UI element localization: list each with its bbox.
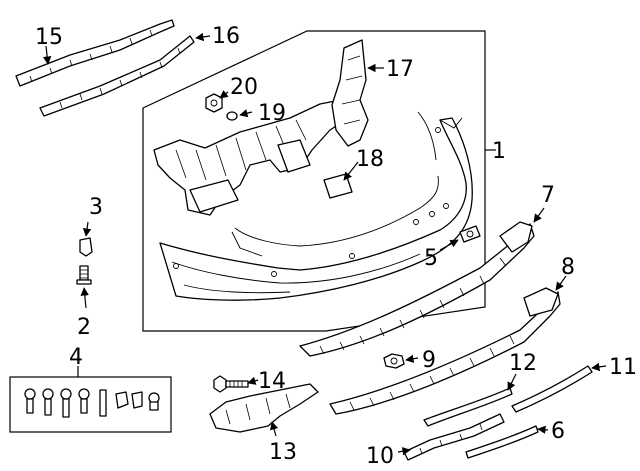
trim-8: [329, 287, 561, 415]
callout-13: 13: [269, 440, 297, 465]
assembly-frame: [142, 30, 486, 332]
reinforcement-bracket: [153, 99, 353, 216]
nut-20: [205, 93, 223, 113]
strip-15: [15, 19, 175, 87]
bolt-14: [213, 375, 249, 393]
callout-3: 3: [89, 195, 103, 220]
callout-19: 19: [258, 101, 286, 126]
bracket-10: [403, 413, 505, 461]
callout-12: 12: [509, 351, 537, 376]
hardware-box: [9, 376, 172, 433]
strip-12: [423, 387, 513, 427]
bracket-13: [209, 383, 319, 433]
callout-10: 10: [366, 444, 394, 469]
nut-9: [383, 353, 405, 369]
trim-7: [299, 221, 535, 357]
callout-14: 14: [258, 369, 286, 394]
clip-18: [323, 173, 353, 199]
screw-2: [76, 265, 92, 285]
washer-19: [226, 111, 238, 121]
bumper-cover: [159, 111, 473, 301]
callout-6: 6: [551, 419, 565, 444]
strip-16: [39, 35, 195, 117]
callout-15: 15: [35, 25, 63, 50]
strip-11: [511, 365, 593, 413]
callout-17: 17: [386, 57, 414, 82]
callout-16: 16: [212, 24, 240, 49]
callout-2: 2: [77, 315, 91, 340]
clip-3: [79, 237, 93, 257]
callout-1: 1: [492, 139, 506, 164]
callout-20: 20: [230, 75, 258, 100]
bracket-17: [331, 39, 369, 147]
callout-7: 7: [541, 183, 555, 208]
pad-5: [459, 225, 481, 243]
callout-18: 18: [356, 147, 384, 172]
callout-11: 11: [609, 355, 637, 380]
callout-4: 4: [69, 345, 83, 370]
callout-5: 5: [424, 246, 438, 271]
hardware-set: [24, 388, 160, 418]
callout-8: 8: [561, 255, 575, 280]
callout-9: 9: [422, 348, 436, 373]
